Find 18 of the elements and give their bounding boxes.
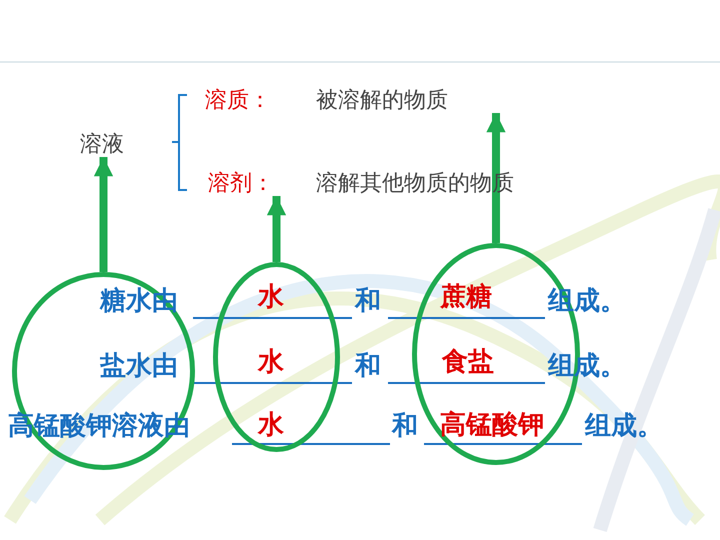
answer-text: 高锰酸钾 xyxy=(440,412,544,438)
answer-text: 蔗糖 xyxy=(440,284,492,310)
ellipse xyxy=(213,262,340,452)
sentence-text: 和 xyxy=(392,413,418,439)
sentence-text: 和 xyxy=(355,353,381,379)
text-label: 溶液 xyxy=(80,134,124,156)
arrow xyxy=(94,157,114,272)
answer-text: 食盐 xyxy=(442,349,494,375)
arrow xyxy=(266,196,286,262)
sentence-text: 盐水由 xyxy=(100,353,178,379)
sentence-text: 和 xyxy=(355,288,381,314)
term-label: 溶质： xyxy=(205,90,271,112)
answer-text: 水 xyxy=(258,284,284,310)
text-label: 被溶解的物质 xyxy=(316,90,448,112)
answer-text: 水 xyxy=(258,412,284,438)
answer-text: 水 xyxy=(258,349,284,375)
term-label: 溶剂： xyxy=(208,173,274,195)
sentence-text: 组成。 xyxy=(585,413,663,439)
